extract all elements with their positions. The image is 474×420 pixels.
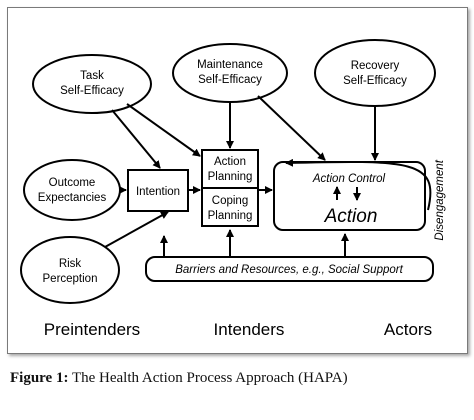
action-planning-line-1: Action xyxy=(214,156,246,168)
barriers-resources-node: Barriers and Resources, e.g., Social Sup… xyxy=(145,256,434,282)
planning-stack: Action Planning Coping Planning xyxy=(201,149,259,227)
arrows xyxy=(104,95,432,257)
arrow-disengagement-loop xyxy=(285,158,432,211)
intention-node: Intention xyxy=(127,169,189,212)
risk-perception-line-2: Perception xyxy=(43,273,98,285)
task-self-efficacy-node: Task Self-Efficacy xyxy=(32,54,152,114)
recovery-self-efficacy-line-2: Self-Efficacy xyxy=(343,75,407,87)
arrow-task-to-planning xyxy=(126,103,201,157)
maintenance-self-efficacy-line-2: Self-Efficacy xyxy=(198,74,262,86)
barriers-resources-label: Barriers and Resources, e.g., Social Sup… xyxy=(175,264,403,276)
risk-perception-node: Risk Perception xyxy=(20,236,120,304)
recovery-self-efficacy-line-1: Recovery xyxy=(351,60,400,72)
action-label: Action xyxy=(324,206,378,227)
arrow-maintenance-to-action-control xyxy=(257,95,326,161)
maintenance-self-efficacy-node: Maintenance Self-Efficacy xyxy=(172,43,288,103)
outcome-expectancies-node: Outcome Expectancies xyxy=(23,159,121,221)
stage-actors: Actors xyxy=(384,320,432,339)
action-planning-line-2: Planning xyxy=(208,171,253,183)
outcome-expectancies-line-1: Outcome xyxy=(49,177,96,189)
arrow-risk-to-intention xyxy=(104,211,169,248)
risk-perception-line-1: Risk xyxy=(59,258,82,270)
outcome-expectancies-line-2: Expectancies xyxy=(38,192,107,204)
stage-preintenders: Preintenders xyxy=(44,320,140,339)
action-control-node: Action Control Action xyxy=(273,161,426,231)
caption-text: The Health Action Process Approach (HAPA… xyxy=(68,370,348,386)
disengagement-label: Disengagement xyxy=(434,159,446,240)
stage-intenders: Intenders xyxy=(214,320,285,339)
coping-planning-line-1: Coping xyxy=(212,195,248,207)
coping-planning-line-2: Planning xyxy=(208,210,253,222)
maintenance-self-efficacy-line-1: Maintenance xyxy=(197,59,263,71)
figure-caption: Figure 1: The Health Action Process Appr… xyxy=(10,370,464,392)
caption-label: Figure 1: xyxy=(10,370,69,386)
task-self-efficacy-line-2: Self-Efficacy xyxy=(60,85,124,97)
action-control-label: Action Control xyxy=(312,173,386,185)
arrow-task-to-intention xyxy=(111,109,161,169)
task-self-efficacy-line-1: Task xyxy=(80,70,104,82)
intention-label: Intention xyxy=(136,186,180,198)
recovery-self-efficacy-node: Recovery Self-Efficacy xyxy=(314,39,436,107)
